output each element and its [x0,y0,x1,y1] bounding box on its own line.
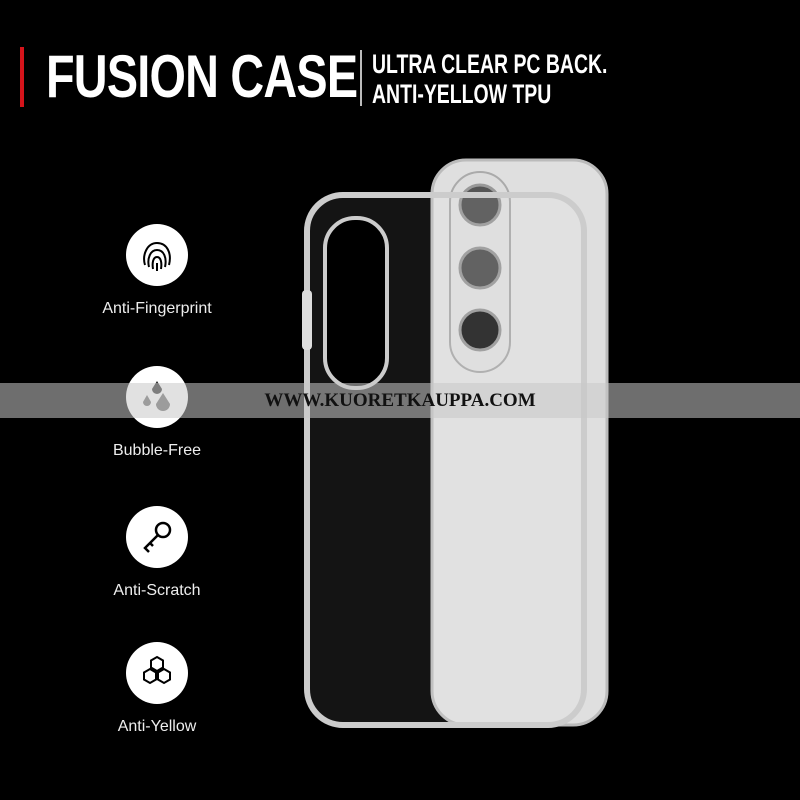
watermark-band [0,383,800,418]
feature-label: Bubble-Free [112,442,202,459]
feature-anti-yellow: Anti-Yellow [77,642,237,736]
phone-case-image [302,158,609,728]
watermark-text: WWW.KUORETKAUPPA.COM [264,390,536,411]
product-subtitle: ULTRA CLEAR PC BACK. ANTI-YELLOW TPU [372,49,607,109]
subtitle-line-1: ULTRA CLEAR PC BACK. [372,49,608,79]
feature-anti-fingerprint: Anti-Fingerprint [77,224,237,318]
product-title: FUSION CASE [46,43,358,110]
feature-label: Anti-Scratch [113,582,201,599]
case-frame [302,192,587,728]
divider [360,50,362,106]
subtitle-line-2: ANTI-YELLOW TPU [372,79,552,109]
accent-bar [20,47,24,107]
case-back [430,158,609,727]
feature-label: Anti-Fingerprint [102,300,212,317]
key-icon [126,506,188,568]
hexagons-icon [126,642,188,704]
feature-anti-scratch: Anti-Scratch [77,506,237,600]
feature-label: Anti-Yellow [117,718,197,735]
fingerprint-icon [126,224,188,286]
